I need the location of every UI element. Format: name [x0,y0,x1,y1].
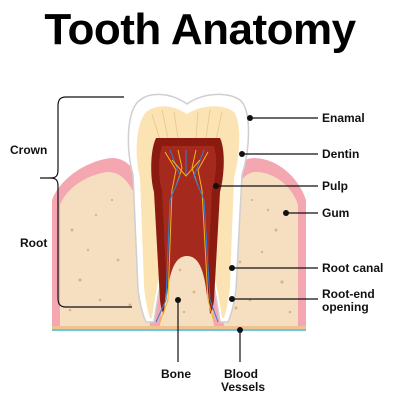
bottom-leaders [177,300,241,362]
label-dentin: Dentin [322,147,360,161]
bone-right [222,172,298,326]
bone-texture [68,198,292,314]
dentin-texture [151,109,223,141]
label-blood-vessels-line2: Vessels [221,380,266,394]
label-root-end-opening-line2: opening [322,300,369,314]
label-bone: Bone [161,367,191,381]
label-root: Root [20,236,48,250]
label-blood-vessels-line1: Blood [224,367,258,381]
bone-left [60,172,150,326]
left-brackets [40,96,132,308]
base-strip [52,326,306,330]
label-root-canal: Root canal [322,261,384,275]
label-crown: Crown [10,143,48,157]
pulp-nerves [155,149,219,323]
right-leaders [216,117,318,300]
right-leader-dots [213,115,289,302]
label-gum: Gum [322,206,350,220]
label-pulp: Pulp [322,179,348,193]
label-root-end-opening-line1: Root-end [322,287,375,301]
diagram-title: Tooth Anatomy [44,5,356,54]
bottom-leader-dots [175,297,243,333]
label-enamel: Enamal [322,111,365,125]
